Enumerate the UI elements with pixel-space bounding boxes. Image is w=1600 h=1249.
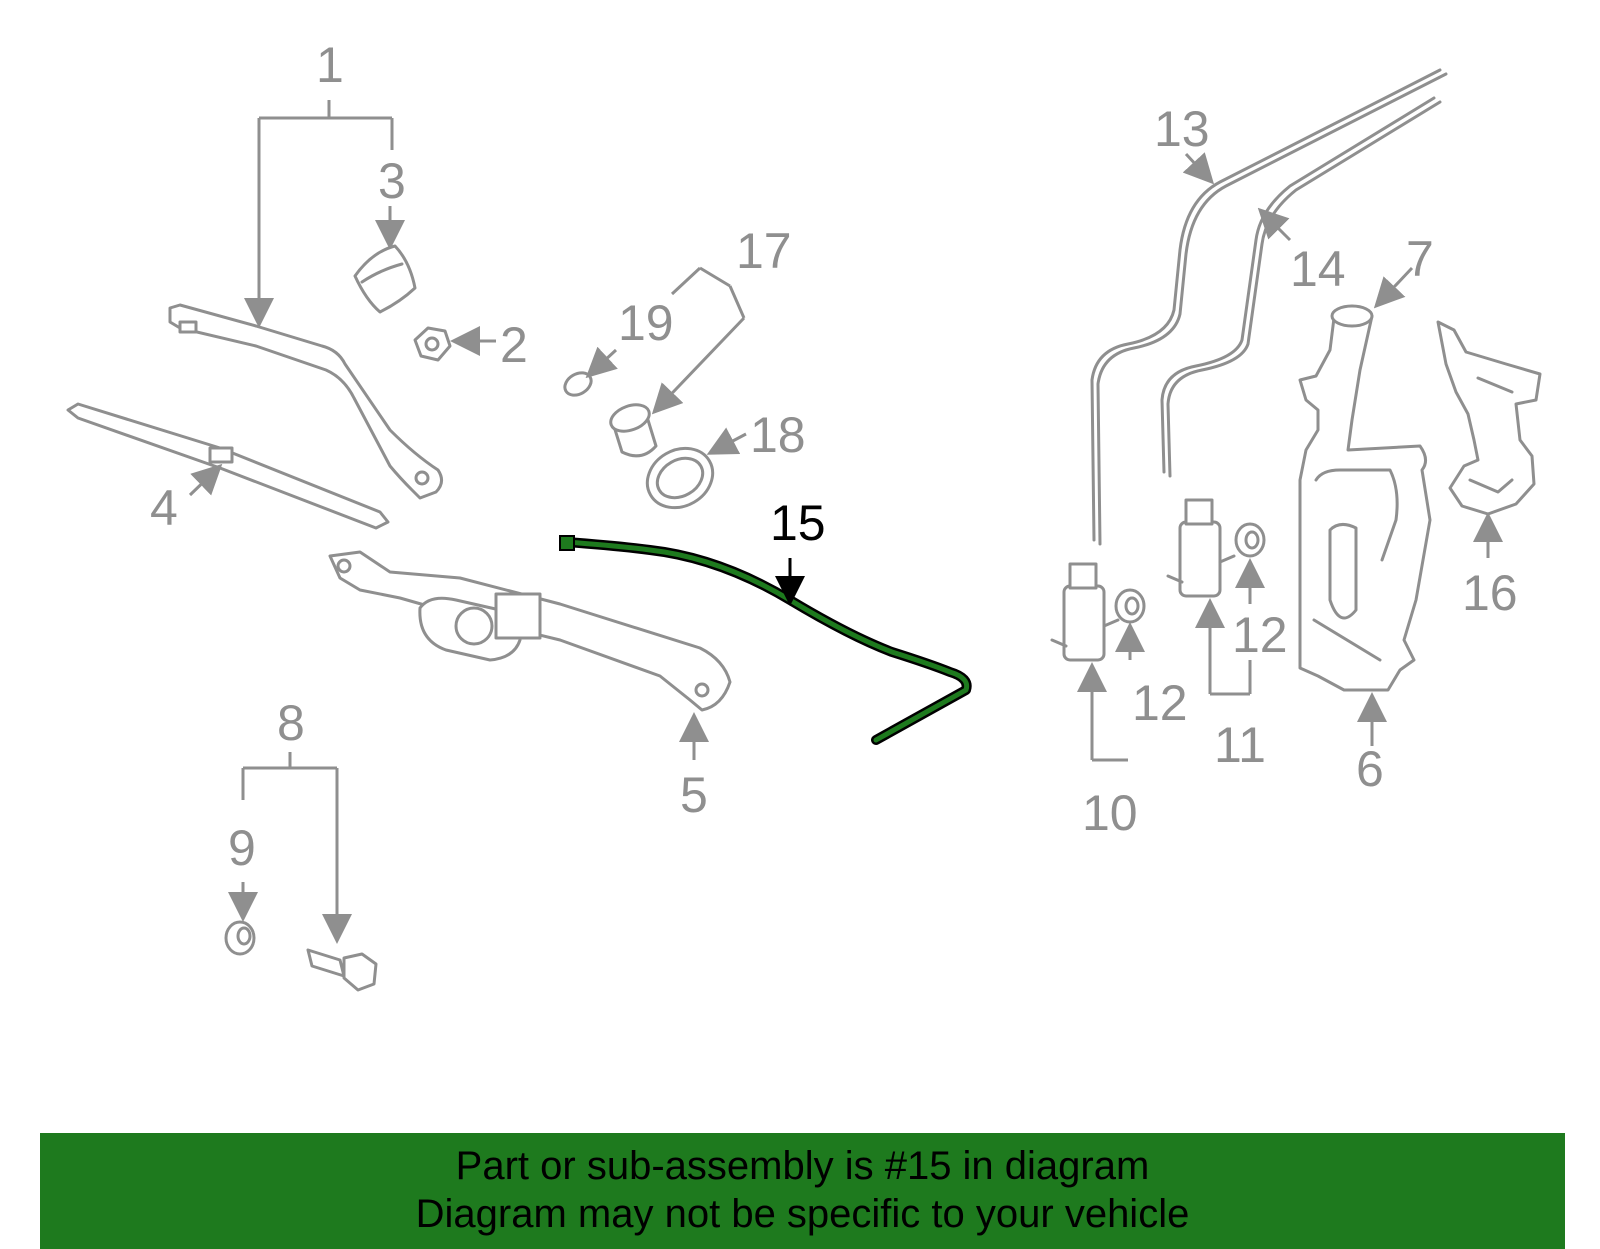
- callout-8: 8: [277, 695, 305, 751]
- callout-12a: 12: [1132, 675, 1188, 731]
- callout-11: 11: [1214, 717, 1266, 773]
- callout-17: 17: [736, 223, 792, 279]
- callout-12b: 12: [1232, 607, 1288, 663]
- callout-1: 1: [316, 37, 344, 93]
- wiper-linkage-motor: [328, 550, 732, 712]
- bolt: [306, 948, 378, 992]
- callout-13-leader: [1182, 152, 1215, 185]
- washer-pump-rear: [1166, 498, 1236, 598]
- callout-5: 5: [680, 767, 708, 823]
- callout-18: 18: [750, 407, 806, 463]
- grommet-front: [1114, 588, 1146, 624]
- callout-14: 14: [1290, 241, 1346, 297]
- callout-3: 3: [378, 153, 406, 209]
- callout-13: 13: [1154, 101, 1210, 157]
- callout-19: 19: [618, 295, 674, 351]
- callout-4-leader: [188, 463, 223, 497]
- callout-1-bracket: [244, 100, 394, 328]
- seal-ring: [645, 446, 715, 510]
- washer-hose-15: [559, 535, 972, 745]
- reservoir-bracket: [1436, 320, 1542, 516]
- wiper-blade: [66, 402, 390, 530]
- washer-reservoir: [1298, 304, 1432, 692]
- washer-hose-13: [1090, 68, 1448, 546]
- callout-8-bracket: [241, 752, 339, 930]
- wiper-arm: [168, 303, 443, 500]
- callout-16: 16: [1462, 565, 1518, 621]
- callout-6: 6: [1356, 741, 1384, 797]
- callout-17-bracket: [670, 266, 746, 319]
- callout-2: 2: [500, 317, 528, 373]
- callout-7: 7: [1406, 231, 1434, 287]
- callout-17-leader: [651, 316, 746, 415]
- footer-banner: Part or sub-assembly is #15 in diagram D…: [40, 1133, 1565, 1249]
- callout-10-bracket: [1090, 674, 1128, 762]
- callout-10: 10: [1082, 785, 1138, 841]
- grommet-rear: [1234, 522, 1266, 558]
- grommet: [224, 920, 256, 956]
- footer-line-2: Diagram may not be specific to your vehi…: [415, 1192, 1190, 1236]
- callout-4: 4: [150, 480, 178, 536]
- wiper-arm-nut: [413, 326, 452, 362]
- footer-line-1: Part or sub-assembly is #15 in diagram: [455, 1144, 1150, 1188]
- callout-15: 15: [770, 495, 826, 551]
- callout-14-leader: [1257, 207, 1292, 242]
- o-ring: [563, 371, 593, 397]
- callout-9: 9: [228, 820, 256, 876]
- wiper-arm-cap: [353, 244, 417, 314]
- callout-19-leader: [585, 346, 618, 379]
- callout-18-leader: [706, 427, 747, 455]
- washer-pump-front: [1050, 562, 1120, 662]
- reservoir-cap: [609, 403, 658, 458]
- callout-7-leader: [1373, 266, 1414, 309]
